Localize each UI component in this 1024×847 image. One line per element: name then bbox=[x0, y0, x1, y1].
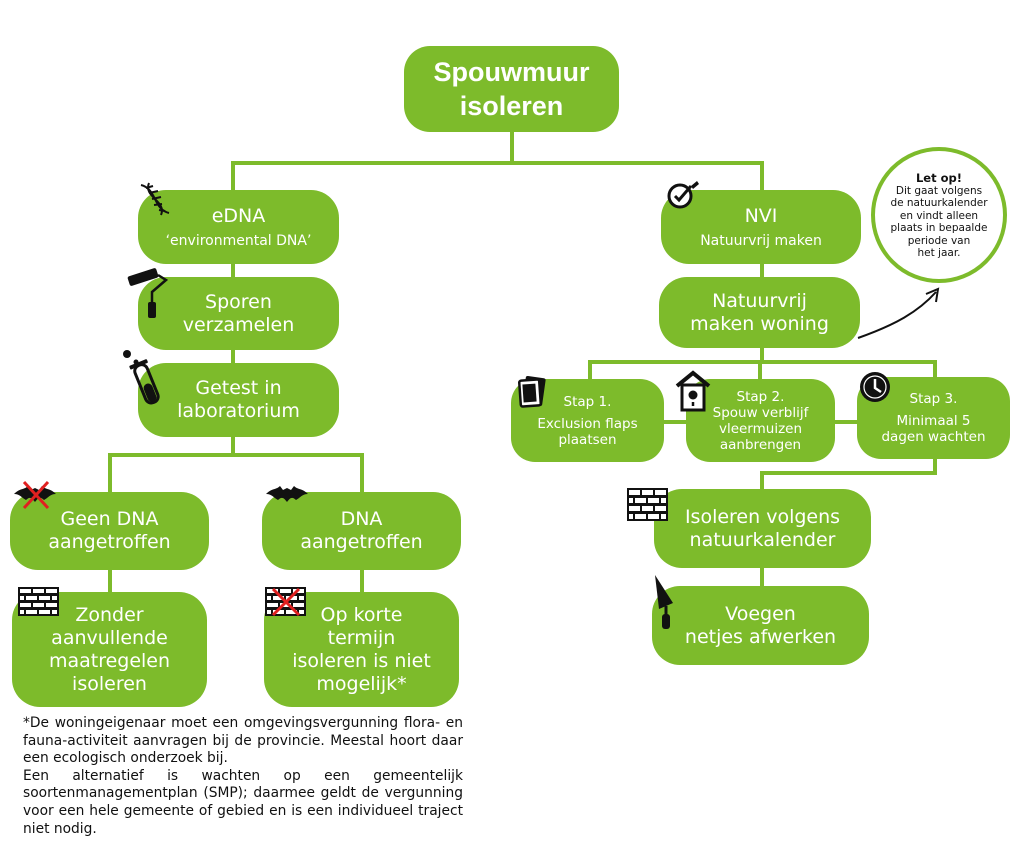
op-korte-title: Op korte termijn isoleren is niet mogeli… bbox=[292, 603, 431, 695]
trowel-icon bbox=[655, 575, 673, 629]
dna-title: DNA aangetroffen bbox=[300, 508, 423, 553]
dna-icon bbox=[140, 182, 170, 216]
stap2-node: Stap 2. Spouw verblijf vleermuizen aanbr… bbox=[686, 379, 835, 462]
arrow-icon bbox=[857, 287, 940, 339]
stap3-title: Stap 3. bbox=[909, 391, 958, 407]
brick-wall-icon-right bbox=[627, 488, 668, 521]
getest-title: Getest in laboratorium bbox=[177, 377, 300, 422]
crossed-bat-icon bbox=[14, 480, 56, 510]
checkmark-pen-icon bbox=[667, 181, 699, 209]
voegen-node: Voegen netjes afwerken bbox=[652, 586, 869, 665]
birdhouse-icon bbox=[675, 370, 711, 412]
stap2-text: Spouw verblijf vleermuizen aanbrengen bbox=[712, 404, 809, 453]
flap-icon bbox=[518, 376, 546, 408]
edna-title: eDNA bbox=[211, 204, 266, 227]
dna-node: DNA aangetroffen bbox=[262, 492, 461, 570]
natuurvrij-node: Natuurvrij maken woning bbox=[659, 277, 860, 348]
sporen-title: Sporen verzamelen bbox=[182, 290, 295, 336]
test-tube-icon bbox=[123, 350, 160, 405]
brick-wall-icon bbox=[18, 587, 59, 616]
paint-roller-icon bbox=[127, 268, 169, 318]
note-body: Dit gaat volgens de natuurkalender en vi… bbox=[890, 184, 988, 260]
note-circle: Let op! Dit gaat volgens de natuurkalend… bbox=[871, 147, 1007, 283]
stap1-title: Stap 1. bbox=[563, 393, 612, 410]
nvi-title: NVI bbox=[744, 204, 778, 227]
nvi-node: NVI Natuurvrij maken bbox=[661, 190, 861, 264]
crossed-brick-wall-icon bbox=[265, 587, 306, 617]
edna-subtitle: ‘environmental DNA’ bbox=[165, 232, 312, 249]
natuurvrij-title: Natuurvrij maken woning bbox=[690, 289, 829, 335]
stap1-text: Exclusion flaps plaatsen bbox=[537, 415, 638, 448]
edna-node: eDNA ‘environmental DNA’ bbox=[138, 190, 339, 264]
note-heading: Let op! bbox=[915, 170, 962, 185]
nvi-subtitle: Natuurvrij maken bbox=[700, 232, 822, 249]
bat-icon bbox=[266, 486, 308, 502]
getest-node: Getest in laboratorium bbox=[138, 363, 339, 437]
sporen-node: Sporen verzamelen bbox=[138, 277, 339, 350]
isoleren-node: Isoleren volgens natuurkalender bbox=[654, 489, 871, 568]
root-node: Spouwmuur isoleren bbox=[404, 46, 619, 132]
stap2-title: Stap 2. bbox=[736, 388, 785, 405]
voegen-title: Voegen netjes afwerken bbox=[684, 602, 837, 648]
geen-dna-title: Geen DNA aangetroffen bbox=[48, 508, 171, 553]
geen-dna-node: Geen DNA aangetroffen bbox=[10, 492, 209, 570]
zonder-title: Zonder aanvullende maatregelen isoleren bbox=[48, 603, 171, 695]
isoleren-title: Isoleren volgens natuurkalender bbox=[684, 505, 841, 551]
clock-icon bbox=[860, 372, 890, 402]
stap3-node: Stap 3. Minimaal 5 dagen wachten bbox=[857, 377, 1010, 459]
stap3-text: Minimaal 5 dagen wachten bbox=[881, 413, 986, 445]
footnote: *De woningeigenaar moet een omgevingsver… bbox=[23, 715, 463, 837]
root-title: Spouwmuur isoleren bbox=[433, 57, 590, 121]
